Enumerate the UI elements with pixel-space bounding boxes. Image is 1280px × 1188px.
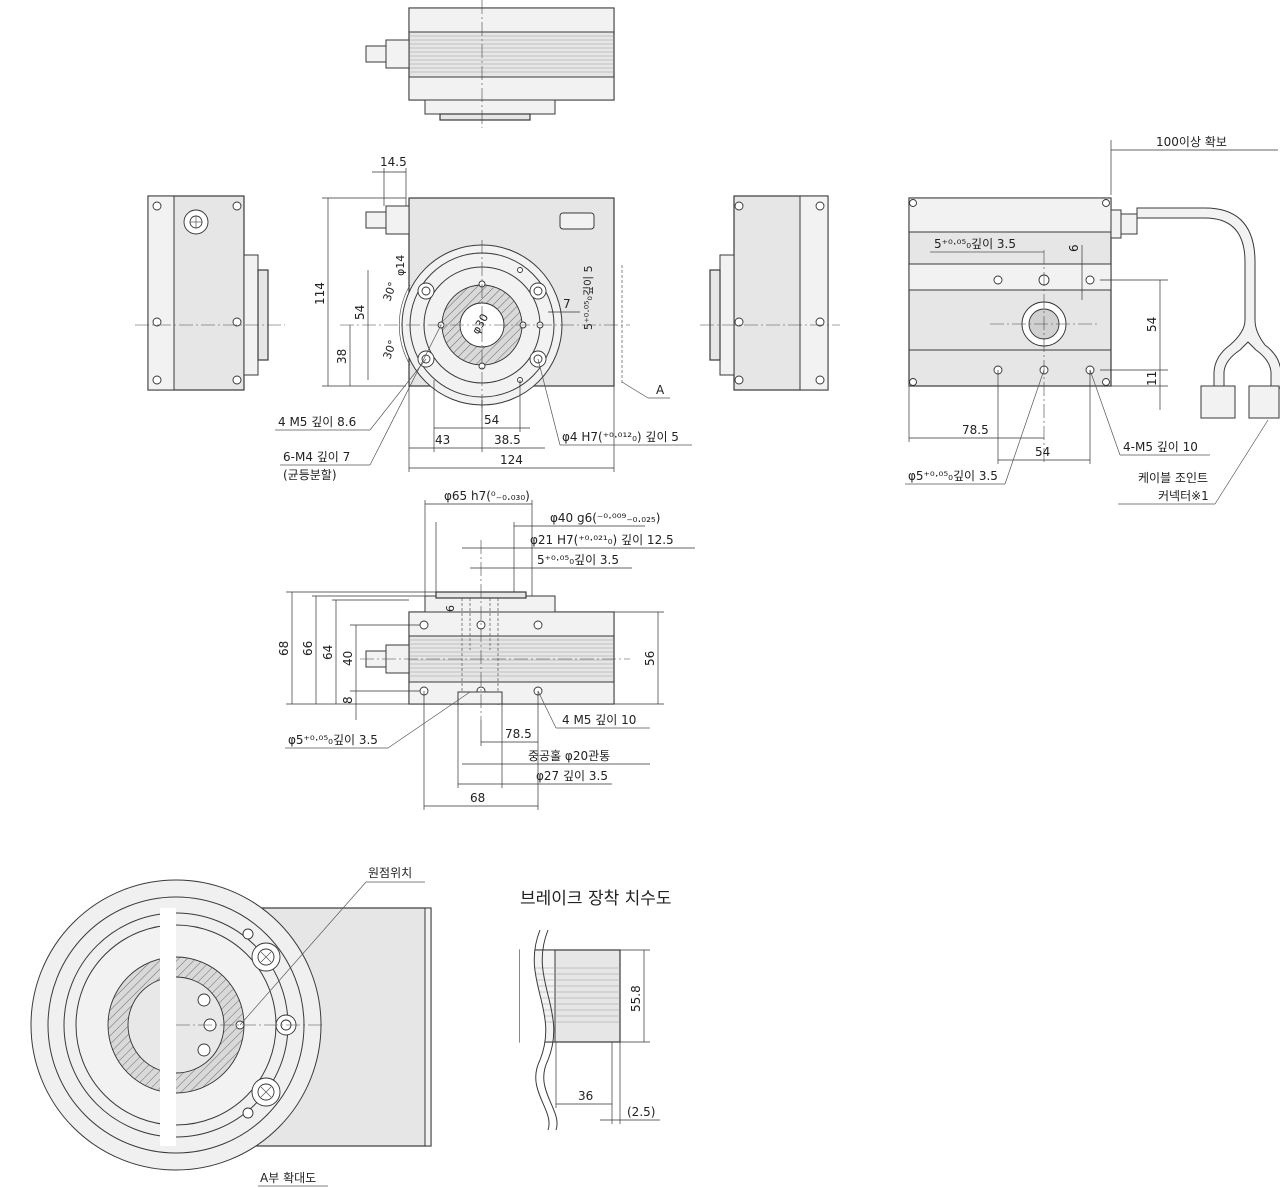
label-cable-joint: 케이블 조인트 [1138,471,1208,485]
dim-68-bottom: 68 [470,791,485,805]
dim-100-clearance: 100이상 확보 [1156,135,1227,149]
dim-54-right-bottom: 54 [1035,445,1050,459]
label-origin-position: 원점위치 [368,866,412,880]
front-view [340,197,630,410]
label-connector: 커넥터※1 [1158,489,1209,503]
side-view-ribs [409,639,614,677]
right-view-dimensions: 100이상 확보 5⁺⁰·⁰⁵₀깊이 3.5 6 54 11 78.5 54 4… [905,135,1278,505]
top-view [365,0,615,128]
hole-5-depth-3-5-right: 5⁺⁰·⁰⁵₀깊이 3.5 [934,237,1016,251]
dim-6-right: 6 [1067,244,1081,252]
dim-36: 36 [578,1089,593,1103]
dim-54-left: 54 [353,305,367,320]
dim-8: 8 [341,696,355,704]
detail-a-view: 원점위치 A부 확대도 [30,866,432,1187]
dim-43: 43 [435,433,450,447]
angle-top: 30° [381,280,400,303]
label-phi5-right: φ5⁺⁰·⁰⁵₀깊이 3.5 [908,469,998,483]
dim-64: 64 [321,645,335,660]
dim-40: 40 [341,651,355,666]
dim-38-5: 38.5 [494,433,521,447]
top-view-ribs [409,35,614,73]
dim-2-5: (2.5) [627,1105,655,1119]
side-view-dimensions: φ65 h7(⁰₋₀.₀₃₀) φ40 g6(⁻⁰·⁰⁰⁹₋₀.₀₂₅) φ21… [277,489,695,810]
right-view [908,197,1280,465]
label-hole5-side: 5⁺⁰·⁰⁵₀깊이 3.5 [537,553,619,567]
label-phi4-h7: φ4 H7(⁺⁰·⁰¹²₀) 깊이 5 [562,430,679,444]
dim-124: 124 [500,453,523,467]
side-view [360,540,630,720]
detail-a-title: A부 확대도 [260,1171,316,1185]
dim-114: 114 [313,282,327,305]
dim-phi14: φ14 [394,255,407,276]
brake-view: 브레이크 장착 치수도 55.8 36 (2.5) [519,889,672,1131]
dim-68-side: 68 [277,641,291,656]
dim-66: 66 [301,641,315,656]
dim-6-side: 6 [444,605,457,612]
label-phi5-side: φ5⁺⁰·⁰⁵₀깊이 3.5 [288,733,378,747]
dim-38: 38 [335,349,349,364]
dim-14-5: 14.5 [380,155,407,169]
label-phi40: φ40 g6(⁻⁰·⁰⁰⁹₋₀.₀₂₅) [550,511,660,525]
label-phi27: φ27 깊이 3.5 [536,769,608,783]
label-a: A [656,383,665,397]
dim-54-bottom: 54 [484,413,499,427]
label-phi65: φ65 h7(⁰₋₀.₀₃₀) [444,489,530,503]
dim-55-8: 55.8 [629,985,643,1012]
label-m5-depth-8-6: 4 M5 깊이 8.6 [278,415,356,429]
label-m5-depth-10-side: 4 M5 깊이 10 [562,713,636,727]
label-hollow-bore: 중공홀 φ20관통 [528,749,610,763]
label-phi21: φ21 H7(⁺⁰·⁰²¹₀) 깊이 12.5 [530,533,674,547]
left-view-screws [152,201,242,385]
angle-bottom: 30° [381,338,400,361]
hole-5-depth5: 5⁺⁰·⁰⁵₀깊이 5 [582,265,595,330]
dim-78-5-right: 78.5 [962,423,989,437]
dim-54-right: 54 [1145,317,1159,332]
dim-7: 7 [563,297,571,311]
rear-view [700,195,840,391]
left-view [135,195,285,391]
dim-78-5-side: 78.5 [505,727,532,741]
label-4-m5-depth-10: 4-M5 깊이 10 [1123,440,1198,454]
label-m4-sub: (균등분할) [283,468,337,482]
dim-56: 56 [643,651,657,666]
dim-11: 11 [1145,371,1159,386]
brake-title: 브레이크 장착 치수도 [520,889,672,909]
label-m4-depth-7: 6-M4 깊이 7 [283,450,350,464]
